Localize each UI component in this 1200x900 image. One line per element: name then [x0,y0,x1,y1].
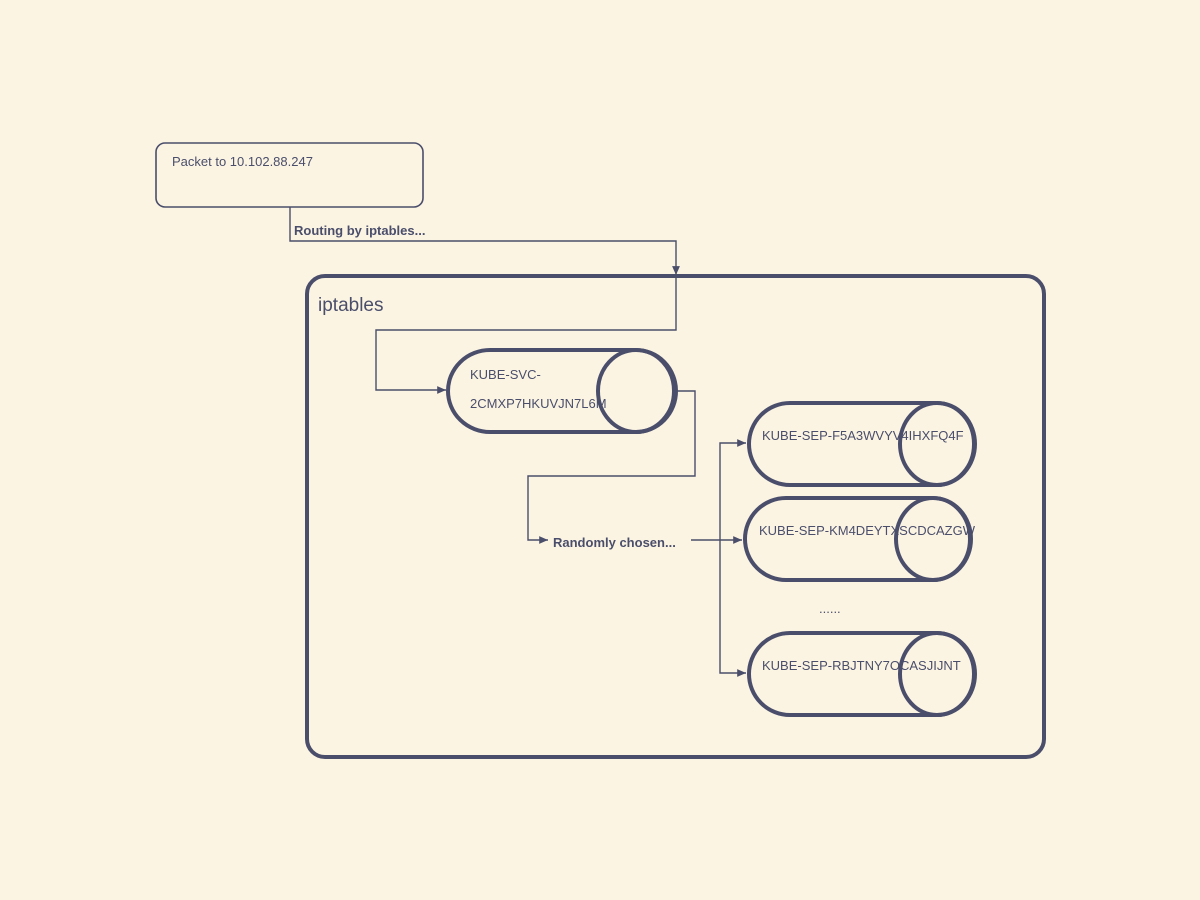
packet-box-label: Packet to 10.102.88.247 [172,154,313,169]
routing-label: Routing by iptables... [294,223,425,238]
svc-entry-connector [375,275,677,394]
svc-to-random-connector [527,390,696,544]
sep-chain-cylinder: KUBE-SEP-KM4DEYTXSCDCAZGW [743,496,976,582]
routing-connector [289,207,680,275]
iptables-container-label: iptables [318,295,384,316]
sep-branch-connectors [691,439,746,677]
random-label: Randomly chosen... [553,535,676,550]
sep-chain-label: KUBE-SEP-RBJTNY7OCASJIJNT [762,658,961,673]
sep-chain-label: KUBE-SEP-F5A3WVYV4IHXFQ4F [762,428,964,443]
sep-chain-cylinder: KUBE-SEP-F5A3WVYV4IHXFQ4F [747,401,977,487]
sep-chain-label: KUBE-SEP-KM4DEYTXSCDCAZGW [759,523,976,538]
svc-chain-cylinder: KUBE-SVC- 2CMXP7HKUVJN7L6M [446,348,678,434]
more-chains-ellipsis: ...... [819,601,841,616]
svc-chain-label-line1: KUBE-SVC- [470,367,541,382]
packet-box: Packet to 10.102.88.247 [155,142,424,208]
sep-chain-cylinder: KUBE-SEP-RBJTNY7OCASJIJNT [747,631,977,717]
svc-chain-label-line2: 2CMXP7HKUVJN7L6M [470,396,607,411]
